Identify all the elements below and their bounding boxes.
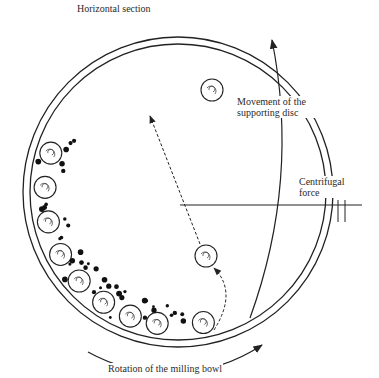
milling-ball <box>201 79 223 101</box>
milling-ball <box>192 312 214 334</box>
powder-particle <box>35 159 41 165</box>
disc-movement-arrow <box>250 40 282 318</box>
powder-particle <box>102 277 108 283</box>
powder-particle <box>79 260 84 265</box>
powder-particle <box>173 311 177 315</box>
shaft-bar <box>338 200 339 222</box>
powder-particle <box>68 141 72 145</box>
milling-ball <box>40 142 62 164</box>
powder-particle <box>152 305 155 308</box>
force-label: Centrifugal force <box>298 176 362 198</box>
powder-particle <box>58 237 61 240</box>
milling-ball <box>50 243 72 265</box>
milling-ball <box>195 245 217 267</box>
shaft-bar <box>345 200 346 222</box>
powder-particle <box>180 312 184 316</box>
powder-particle <box>62 277 68 283</box>
powder-particle <box>166 304 169 307</box>
powder-particle <box>119 295 124 300</box>
milling-ball <box>93 291 115 313</box>
powder-particle <box>44 203 48 207</box>
powder-particle <box>66 224 70 228</box>
powder-particle <box>94 266 99 271</box>
powder-particle <box>61 169 65 173</box>
powder-particle <box>143 315 147 319</box>
powder-particle <box>78 249 84 255</box>
rotation-label: Rotation of the milling bowl <box>107 363 223 374</box>
powder-particle <box>145 299 148 302</box>
powder-particle <box>170 313 174 317</box>
bowl-inner-wall <box>30 44 326 340</box>
powder-particle <box>87 262 90 265</box>
powder-particle <box>181 318 186 323</box>
ball-path-arrow <box>214 268 226 330</box>
motion-label: Movement of the supporting disc <box>236 96 330 118</box>
milling-ball <box>34 176 56 198</box>
powder-particle <box>99 286 102 289</box>
powder-particle <box>109 316 112 319</box>
milling-ball <box>119 305 141 327</box>
bowl-outer-wall <box>23 37 333 347</box>
powder-particle <box>123 290 126 293</box>
powder-particle <box>63 147 69 153</box>
powder-particle <box>151 308 156 313</box>
powder-particle <box>142 298 148 304</box>
powder-particle <box>59 161 64 166</box>
powder-particle <box>70 258 75 263</box>
powder-particle <box>72 139 76 143</box>
milling-ball <box>37 211 59 233</box>
powder-particle <box>39 206 45 212</box>
powder-particle <box>83 265 88 270</box>
milling-ball <box>146 312 168 334</box>
ball-path-arrow <box>150 116 200 244</box>
powder-particle <box>63 217 67 221</box>
powder-particle <box>114 284 119 289</box>
powder-particle <box>106 284 111 289</box>
milling-ball <box>68 270 90 292</box>
force-line <box>180 205 362 206</box>
powder-particle <box>92 290 96 294</box>
section-title: Horizontal section <box>76 3 152 14</box>
